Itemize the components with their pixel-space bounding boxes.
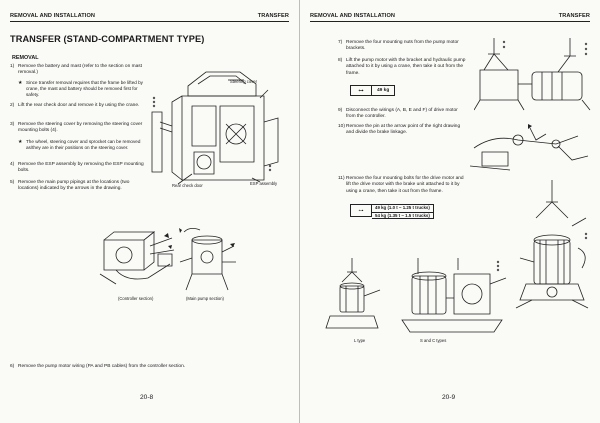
weight-row-light: 49 kg (1.0 t ~ 1.25 t trucks) bbox=[375, 205, 430, 210]
left-page: REMOVAL AND INSTALLATION TRANSFER TRANSF… bbox=[0, 0, 300, 423]
step-8-text: Lift the pump motor with the bracket and… bbox=[346, 58, 466, 76]
note-1: ★ Since transfer removal requires that t… bbox=[18, 80, 146, 98]
step-9-text: Disconnect the wirings (A, B, E and F) o… bbox=[346, 108, 458, 120]
label-controller-section: (Controller section) bbox=[118, 296, 154, 301]
step-7: 7) Remove the four mounting nuts from th… bbox=[338, 40, 466, 53]
step-10-text: Remove the pin at the arrow point of the… bbox=[346, 124, 461, 136]
step-10-number: 10) bbox=[338, 124, 345, 129]
crane-icon: ⊶ bbox=[350, 204, 372, 217]
step-8: 8) Lift the pump motor with the bracket … bbox=[338, 58, 466, 77]
note-2: ★ The wheel, steering cover and sprocket… bbox=[18, 139, 146, 151]
label-main-pump-section: (Main pump section) bbox=[186, 296, 224, 301]
left-header-topic: TRANSFER bbox=[257, 13, 289, 19]
right-page-header: REMOVAL AND INSTALLATION TRANSFER bbox=[310, 8, 590, 22]
step-1: 1) Remove the battery and mast (refer to… bbox=[10, 64, 148, 77]
weight-box: ⊶ 49 kg bbox=[350, 85, 396, 96]
label-s-and-c-types: S and C types bbox=[420, 338, 447, 343]
step-8-number: 8) bbox=[338, 58, 343, 63]
step-3-text: Remove the steering cover by removing th… bbox=[18, 122, 143, 134]
step-4: 4) Remove the ESP assembly by removing t… bbox=[10, 162, 148, 175]
step-11-number: 11) bbox=[338, 176, 345, 181]
step-9: 9) Disconnect the wirings (A, B, E and F… bbox=[338, 108, 466, 121]
weight-table: ⊶ 49 kg (1.0 t ~ 1.25 t trucks) 54 kg (1… bbox=[350, 204, 434, 219]
drive-motor-s-c-illustration bbox=[512, 178, 594, 328]
left-header-section: REMOVAL AND INSTALLATION bbox=[10, 13, 96, 19]
brake-linkage-illustration bbox=[470, 124, 594, 176]
section-heading-removal: REMOVAL bbox=[12, 55, 39, 61]
label-steering-cover: Steering cover bbox=[230, 79, 257, 84]
right-page: REMOVAL AND INSTALLATION TRANSFER 7) Rem… bbox=[300, 0, 600, 423]
step-1-text: Remove the battery and mast (refer to th… bbox=[18, 64, 142, 76]
step-5-number: 5) bbox=[10, 180, 15, 185]
controller-section-illustration bbox=[96, 224, 180, 288]
step-4-number: 4) bbox=[10, 162, 15, 167]
note-2-text: The wheel, steering cover and sprocket c… bbox=[26, 139, 141, 151]
label-l-type: L type bbox=[354, 338, 366, 343]
note-1-text: Since transfer removal requires that the… bbox=[26, 80, 143, 98]
right-header-topic: TRANSFER bbox=[558, 13, 590, 19]
step-2-number: 2) bbox=[10, 103, 15, 108]
weight-row-heavy: 54 kg (1.35 t ~ 1.5 t trucks) bbox=[372, 211, 433, 219]
step-1-number: 1) bbox=[10, 64, 15, 69]
step-2: 2) Lift the rear check door and remove i… bbox=[10, 103, 148, 109]
right-header-section: REMOVAL AND INSTALLATION bbox=[310, 13, 396, 19]
weight-value: 49 kg bbox=[372, 85, 396, 96]
step-3-number: 3) bbox=[10, 122, 15, 127]
weight-rows: 49 kg (1.0 t ~ 1.25 t trucks) 54 kg (1.3… bbox=[372, 204, 434, 219]
truck-frame-illustration bbox=[148, 62, 290, 192]
step-11: 11) Remove the four mounting bolts for t… bbox=[338, 176, 468, 195]
step-7-text: Remove the four mounting nuts from the p… bbox=[346, 40, 459, 52]
step-5-text: Remove the main pump pipings at the loca… bbox=[18, 180, 130, 192]
step-6-text: Remove the pump motor wiring (PA and PB … bbox=[18, 364, 186, 369]
step-6: 6) Remove the pump motor wiring (PA and … bbox=[10, 364, 210, 370]
step-10: 10) Remove the pin at the arrow point of… bbox=[338, 124, 466, 137]
step-7-number: 7) bbox=[338, 40, 343, 45]
step-9-number: 9) bbox=[338, 108, 343, 113]
star-icon: ★ bbox=[18, 80, 23, 86]
step-2-text: Lift the rear check door and remove it b… bbox=[18, 103, 140, 108]
right-page-number: 20-9 bbox=[442, 394, 456, 401]
drive-motor-installed-illustration bbox=[398, 254, 508, 334]
pump-motor-illustration bbox=[474, 34, 594, 114]
drive-motor-l-type-illustration bbox=[322, 256, 390, 334]
label-esp-assembly: ESP assembly bbox=[250, 181, 278, 186]
step-4-text: Remove the ESP assembly by removing the … bbox=[18, 162, 144, 174]
label-rear-check-door: Rear check door bbox=[172, 183, 203, 188]
crane-icon: ⊶ bbox=[350, 85, 372, 96]
star-icon: ★ bbox=[18, 139, 23, 145]
step-3: 3) Remove the steering cover by removing… bbox=[10, 122, 148, 135]
left-page-number: 20-8 bbox=[140, 394, 154, 401]
main-pump-section-illustration bbox=[179, 228, 238, 296]
step-5: 5) Remove the main pump pipings at the l… bbox=[10, 180, 148, 193]
page-title: TRANSFER (STAND-COMPARTMENT TYPE) bbox=[10, 34, 205, 44]
step-11-text: Remove the four mounting bolts for the d… bbox=[346, 176, 464, 194]
step-6-number: 6) bbox=[10, 364, 15, 369]
left-page-header: REMOVAL AND INSTALLATION TRANSFER bbox=[10, 8, 289, 22]
